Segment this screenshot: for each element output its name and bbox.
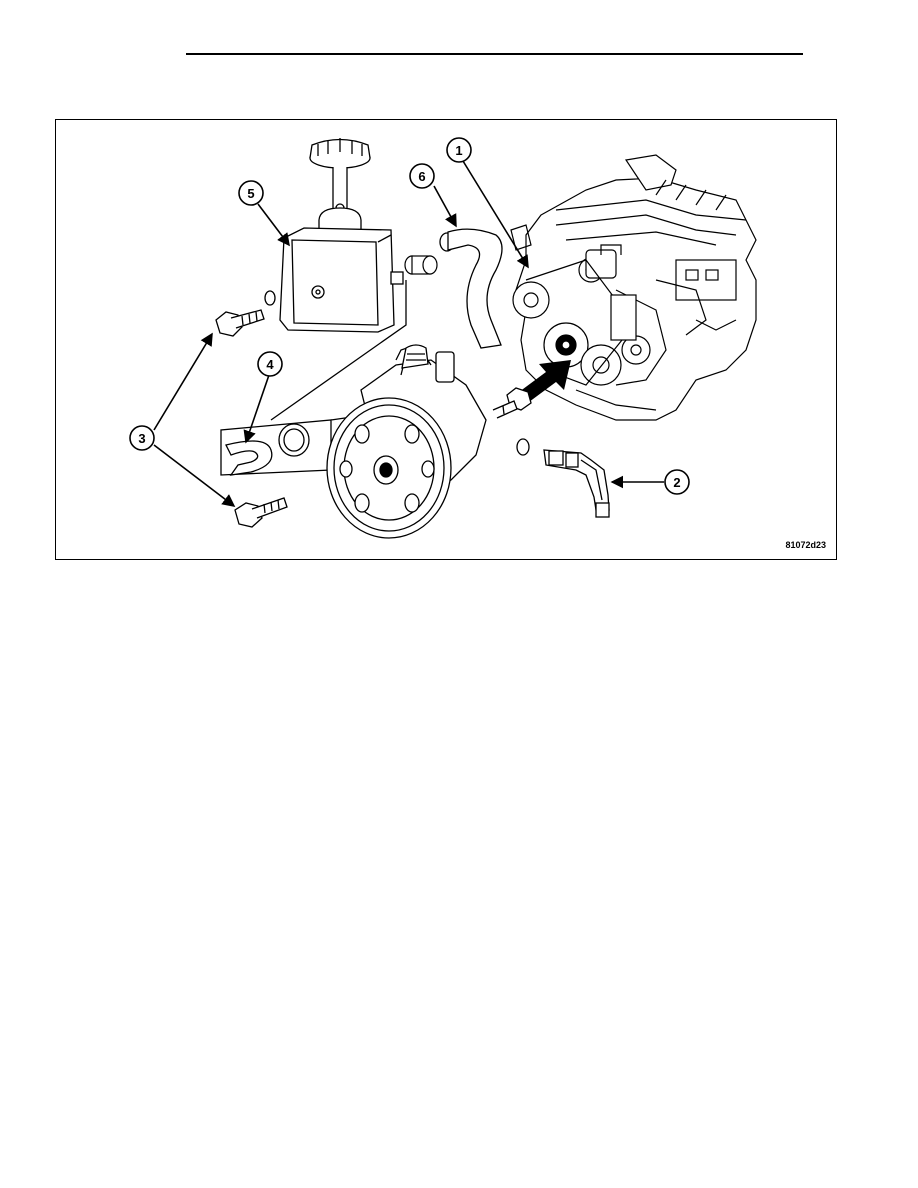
- callout-2: 2: [664, 469, 690, 495]
- svg-text:3: 3: [138, 431, 145, 446]
- callout-5: 5: [238, 180, 264, 206]
- power-steering-pump-illustration: 1 6 5 4 3 2: [129, 137, 757, 539]
- callout-4: 4: [257, 351, 283, 377]
- pump-drawing: [220, 344, 487, 539]
- figure-id: 81072d23: [785, 540, 826, 550]
- callout-3: 3: [129, 425, 155, 451]
- hose-drawing: [439, 228, 503, 349]
- figure-frame: 1 6 5 4 3 2 81072d23: [55, 119, 837, 560]
- callout-leaders: [153, 160, 664, 507]
- svg-text:6: 6: [418, 169, 425, 184]
- header-rule: [186, 53, 803, 55]
- engine-drawing: [510, 154, 757, 421]
- svg-text:2: 2: [673, 475, 680, 490]
- callout-1: 1: [446, 137, 472, 163]
- pressure-line-drawing: [516, 438, 610, 518]
- hose-clamp-drawing: [404, 255, 438, 275]
- svg-text:5: 5: [247, 186, 254, 201]
- reservoir-drawing: [270, 138, 407, 421]
- seal-ring-drawing: [278, 423, 310, 457]
- clip-drawing: [225, 440, 273, 476]
- direction-arrow-icon: [519, 360, 571, 402]
- bolts-drawing: [215, 290, 532, 528]
- svg-text:1: 1: [455, 143, 462, 158]
- svg-text:4: 4: [266, 357, 274, 372]
- callout-6: 6: [409, 163, 435, 189]
